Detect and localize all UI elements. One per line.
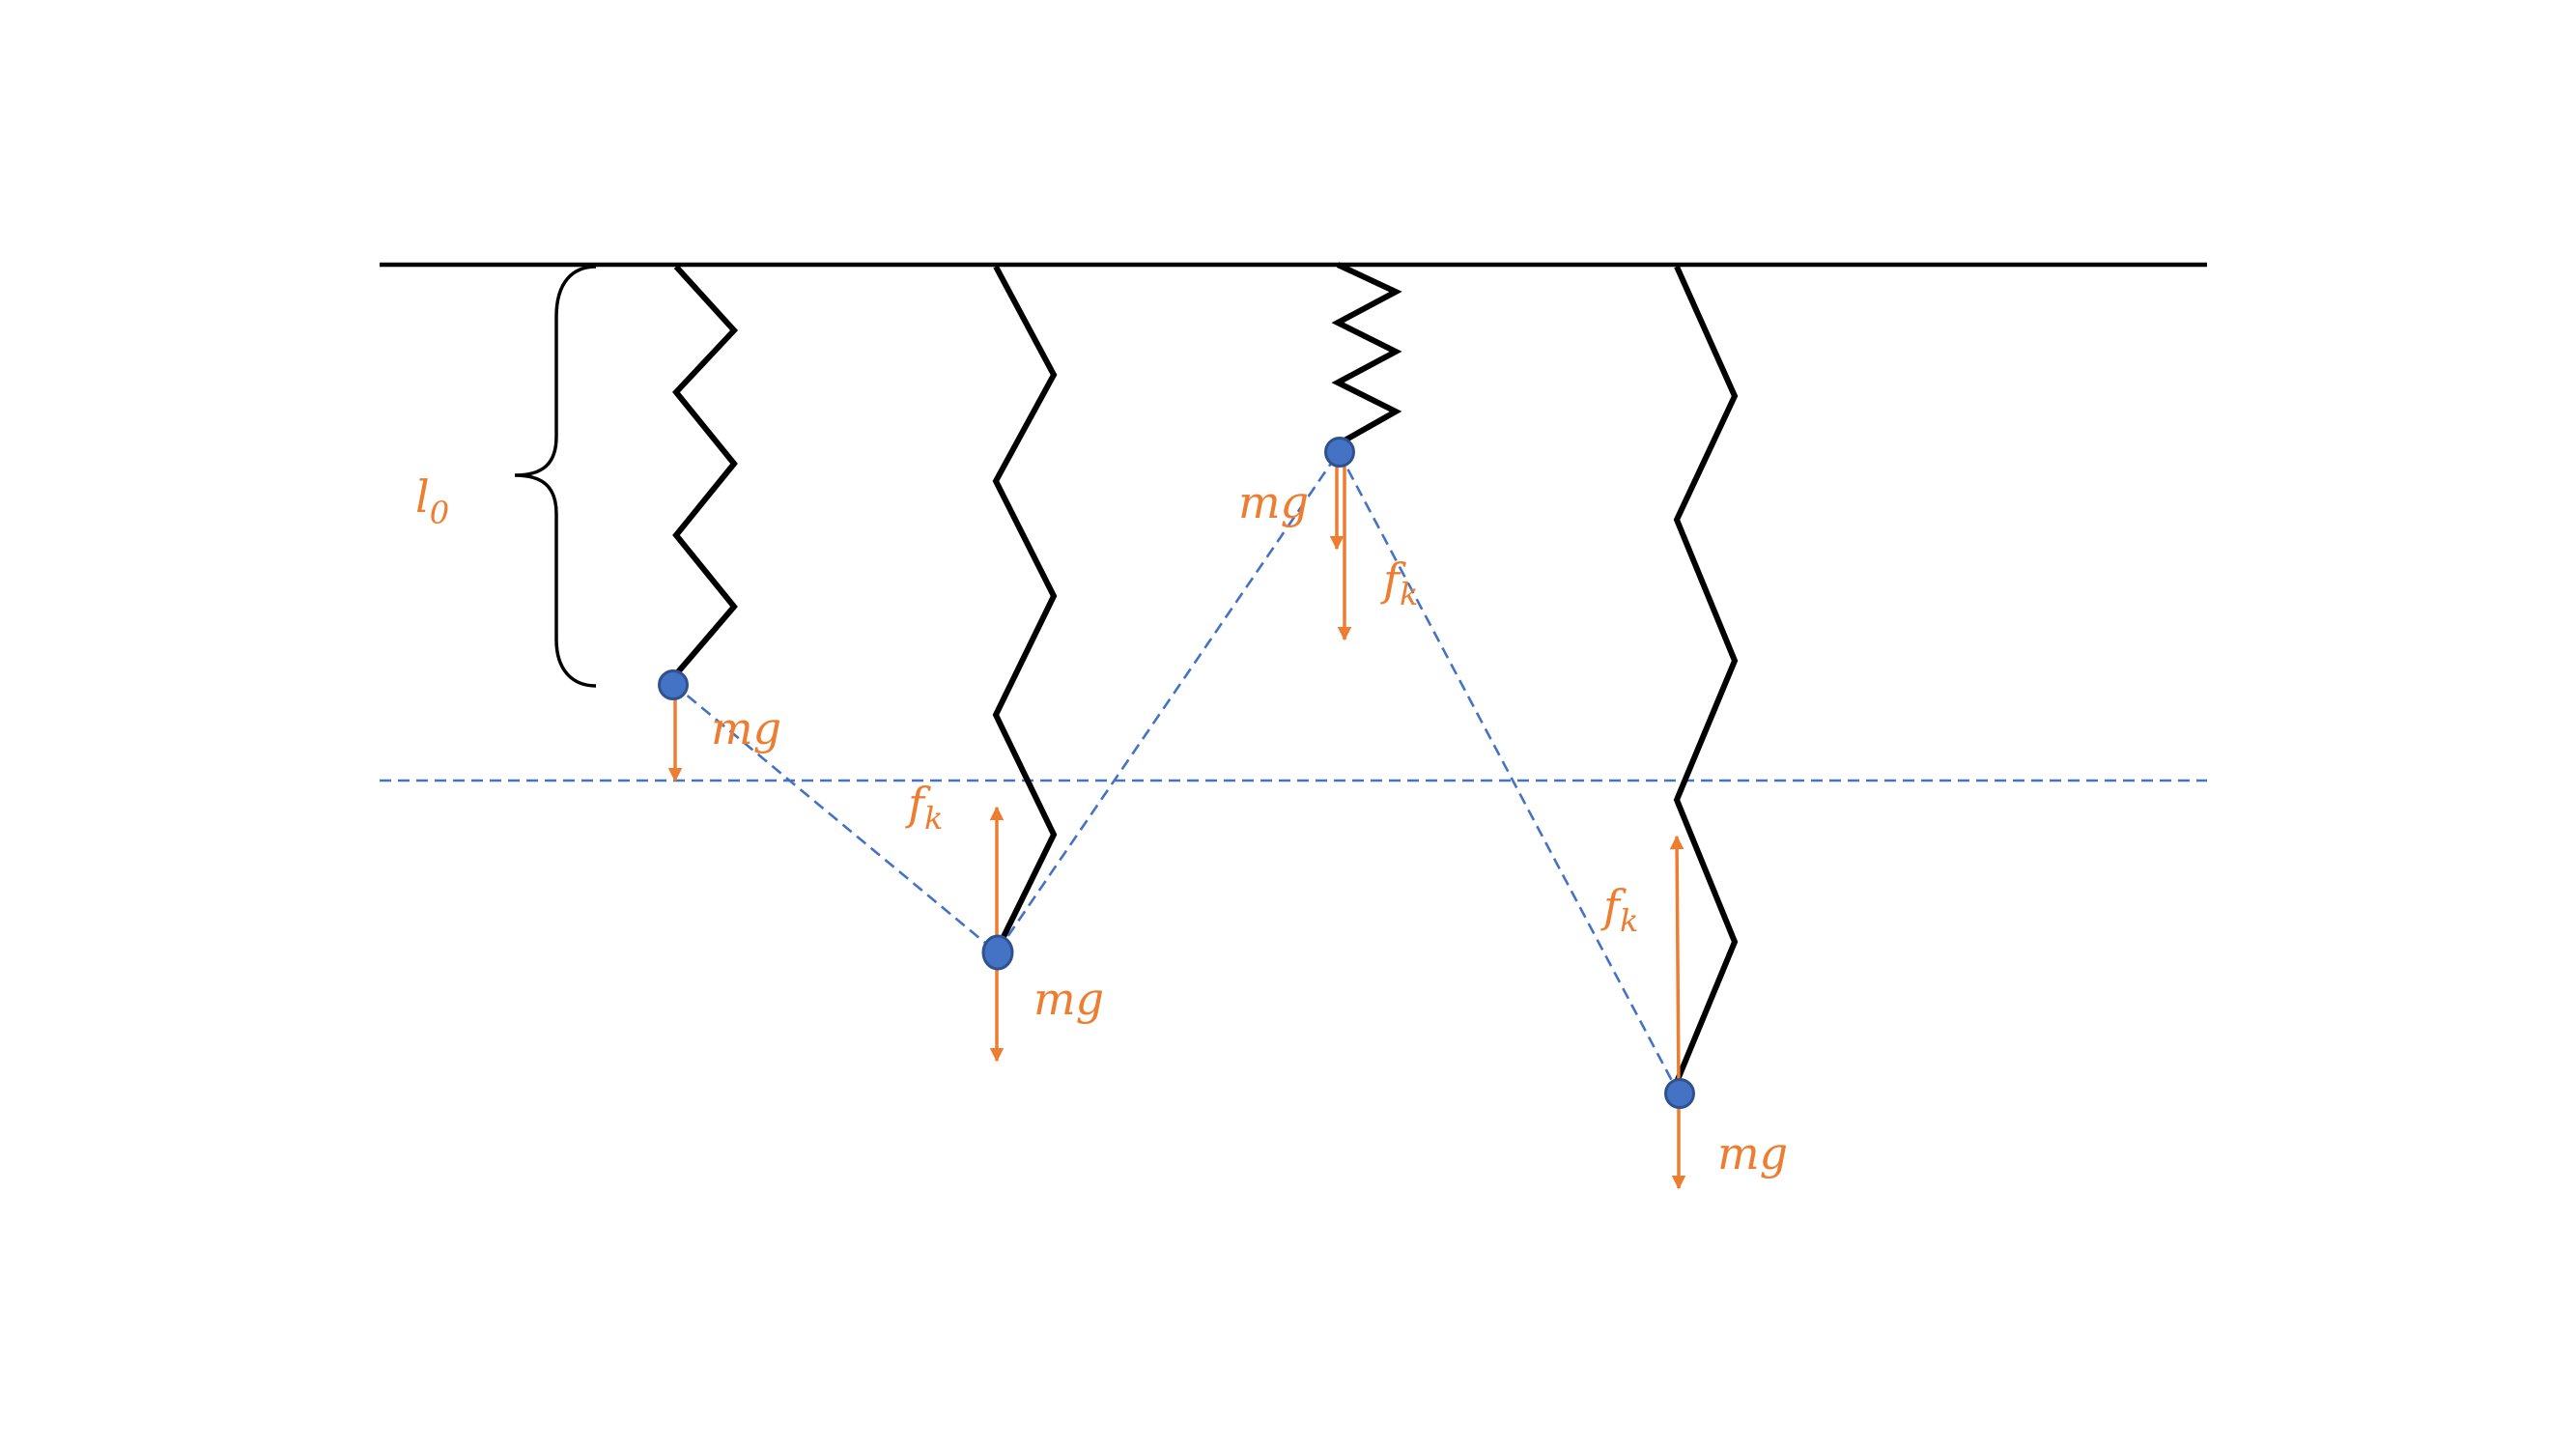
spring-force-label-2: fk	[905, 778, 943, 837]
spring-natural-length	[672, 264, 739, 676]
mass-natural-length	[658, 669, 689, 700]
spring-force-label-3: fk	[1380, 554, 1418, 612]
spring-force-arrow-4	[1669, 835, 1684, 1089]
spring-force-label-4: fk	[1600, 880, 1638, 939]
spring-max-stretched	[1673, 265, 1739, 1084]
natural-length-brace	[514, 265, 597, 688]
gravity-label-2: mg	[1033, 973, 1104, 1025]
gravity-label-4: mg	[1717, 1127, 1788, 1179]
mass-max-stretched	[1664, 1078, 1695, 1109]
gravity-label-3: mg	[1238, 476, 1309, 528]
spring-compressed	[1331, 262, 1402, 447]
mass-compressed	[1324, 437, 1355, 468]
oscillation-path	[672, 449, 1681, 1094]
natural-length-label: l0	[415, 470, 449, 531]
mass-stretched	[981, 934, 1014, 971]
gravity-label-1: mg	[711, 702, 781, 754]
spring-stretched	[992, 265, 1058, 954]
